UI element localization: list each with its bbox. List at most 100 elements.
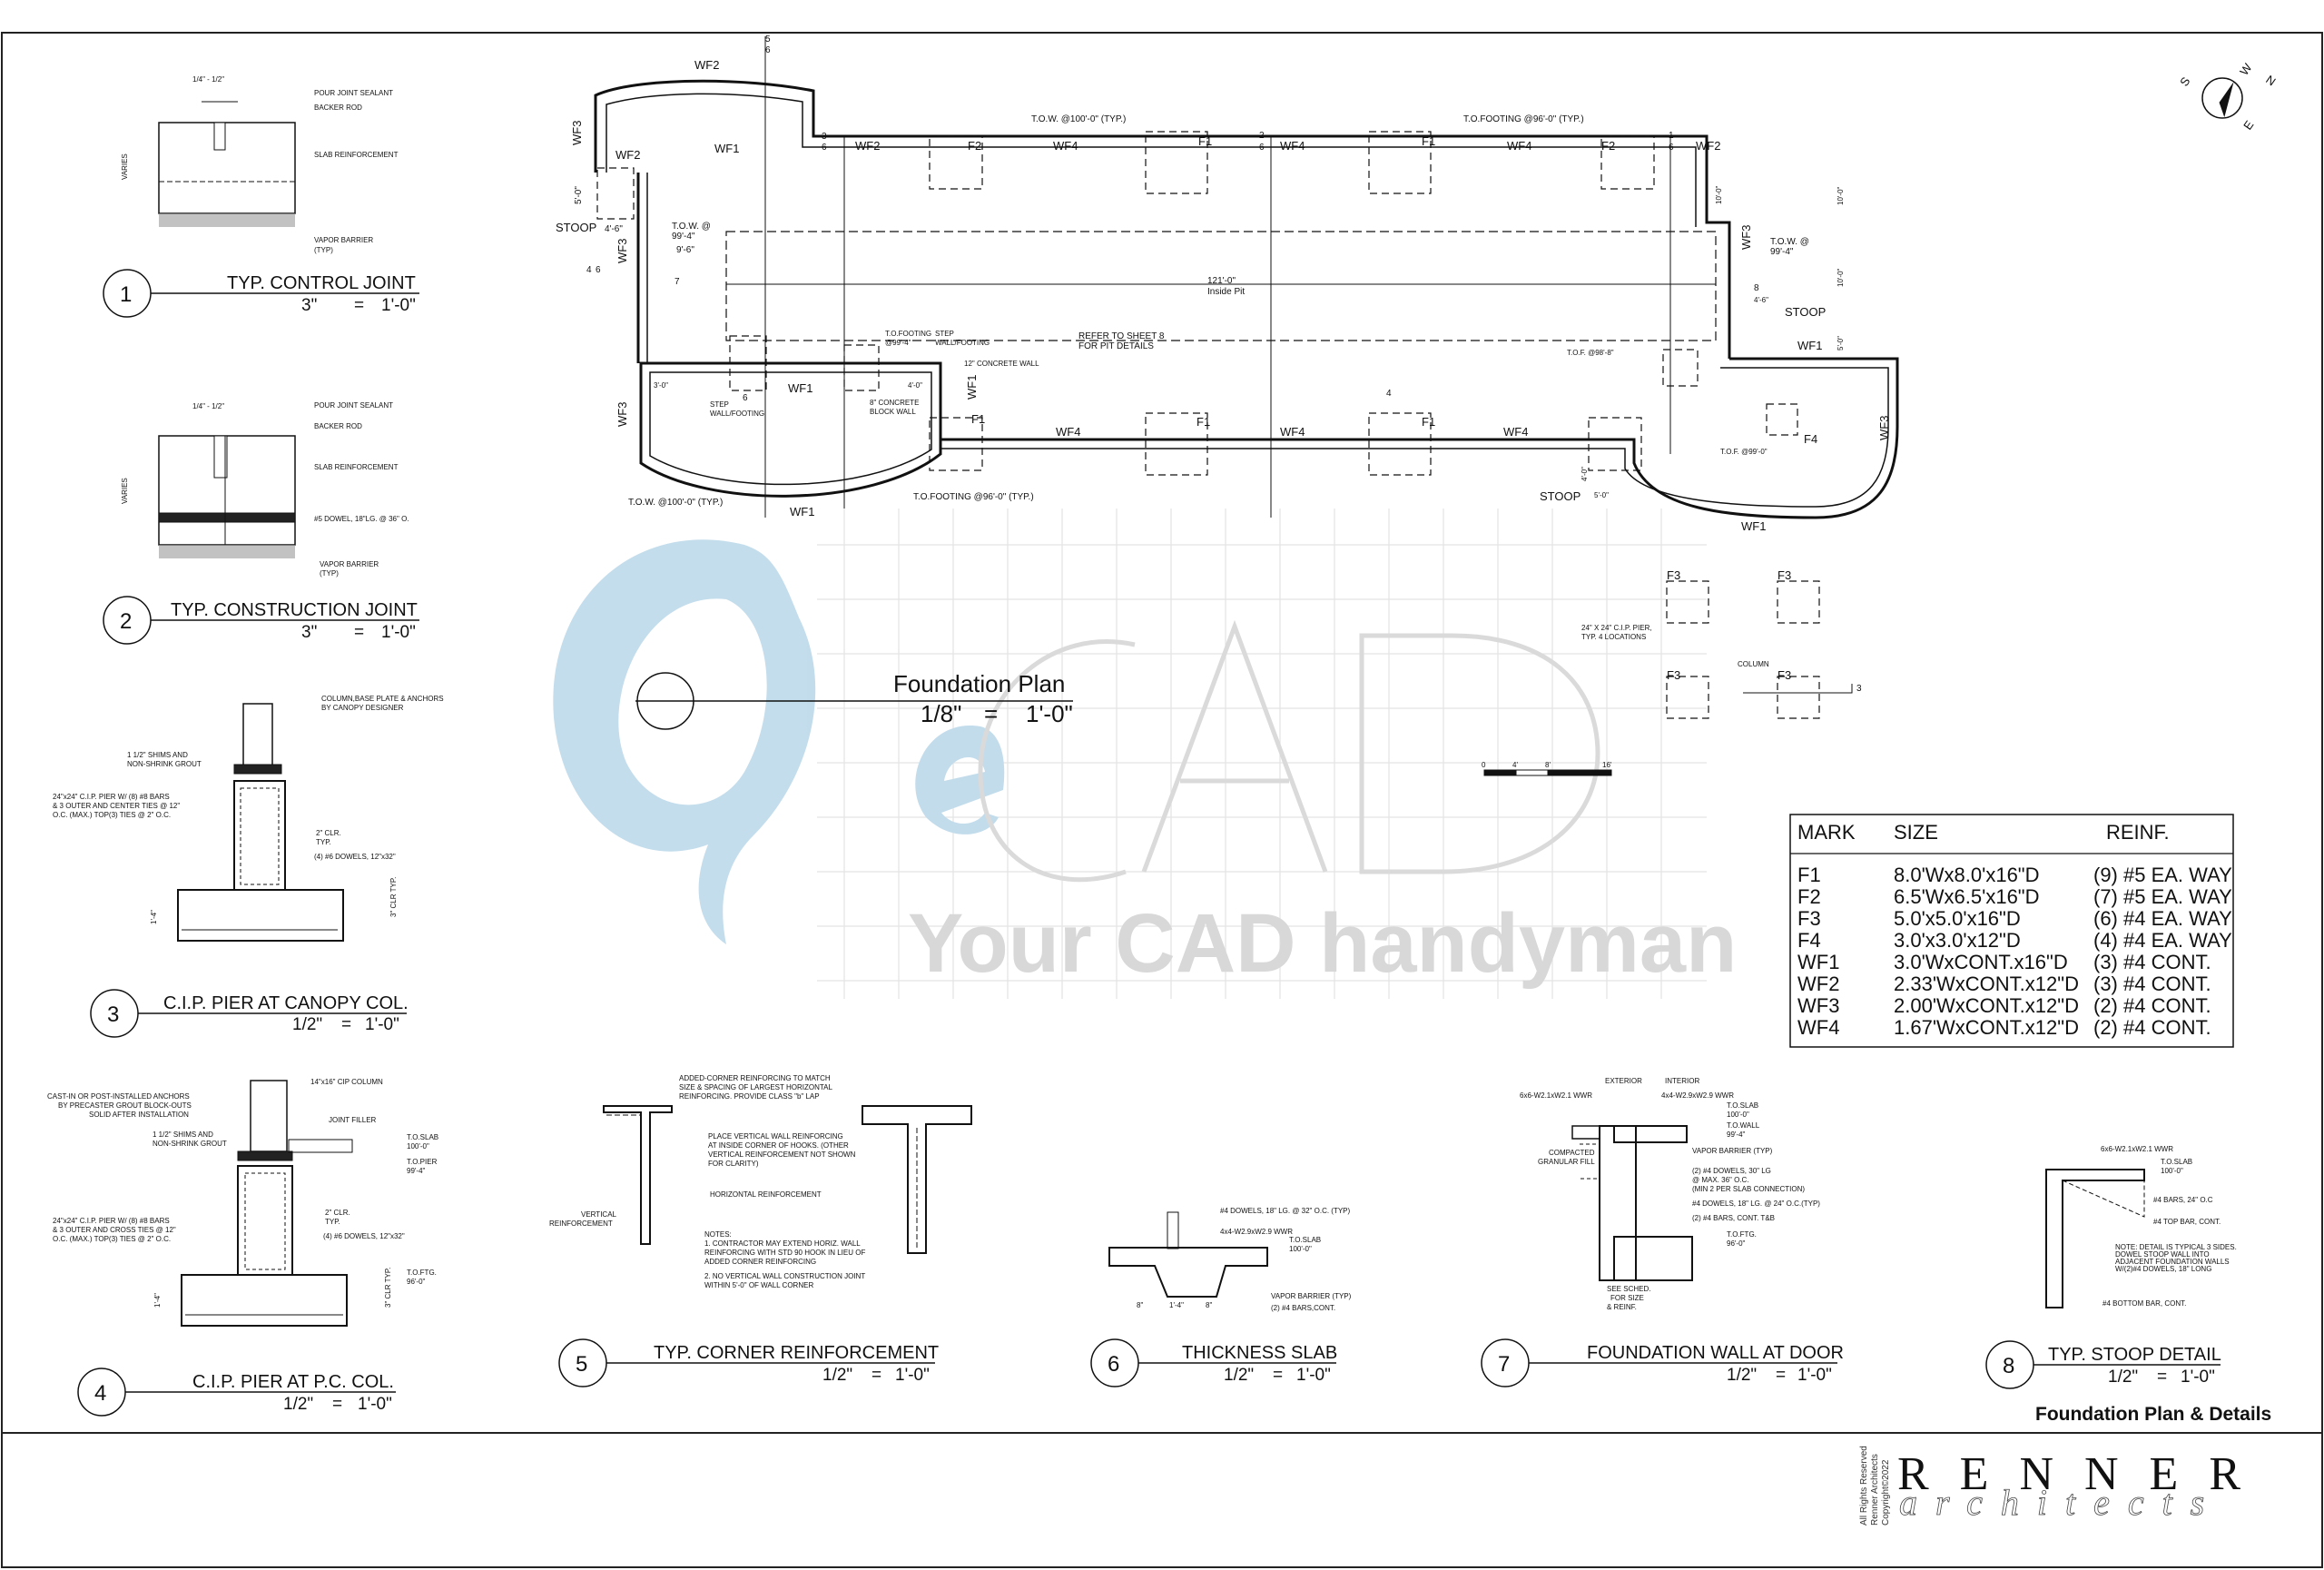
detail-4-drawing [181,1080,353,1327]
note-text: (2) #4 BARS,CONT. [1271,1304,1335,1312]
detail-3-drawing [177,703,344,942]
schedule-cell: (7) #5 EA. WAY [2093,885,2232,908]
note-text: SOLID AFTER INSTALLATION [89,1111,189,1119]
detail-linework [158,101,2145,1327]
note-text: BACKER ROD [314,422,362,430]
note-text: SLAB REINFORCEMENT [314,463,399,471]
note-text: 100'-0" [407,1142,429,1150]
copyright-line: Renner Architects [1870,1454,1880,1526]
plan-label: T.O.F. @99'-0" [1720,448,1768,456]
plan-label: 121'-0" [1207,276,1236,286]
schedule-cell: (2) #4 CONT. [2093,994,2211,1017]
plan-scale-bar [1483,769,1612,776]
detail-2-drawing [158,435,296,558]
note-text: 96'-0" [407,1278,426,1286]
watermark-grid [817,509,1707,999]
note-text: 2. NO VERTICAL WALL CONSTRUCTION JOINT [704,1272,865,1280]
note-text: SIZE & SPACING OF LARGEST HORIZONTAL [679,1083,832,1091]
plan-label: 6 [765,45,771,55]
plan-label: 6 [1669,143,1674,153]
note-text: #4 BARS, 24" O.C [2153,1196,2213,1204]
plan-label: F1 [971,412,985,426]
note-text: NON-SHRINK GROUT [127,760,202,768]
plan-label: WF3 [1739,225,1753,250]
plan-left-bay [639,361,942,498]
schedule-header: SIZE [1894,821,1938,844]
plan-label: 6 [596,265,601,275]
detail-number: 6 [1108,1352,1119,1377]
plan-label: 4 [1386,389,1392,399]
plan-label: 1 [1669,131,1674,141]
note-text: (4) #6 DOWELS, 12"x32" [314,853,396,861]
note-text: NON-SHRINK GROUT [153,1140,227,1148]
note-text: REINFORCING. PROVIDE CLASS "b" LAP [679,1092,820,1101]
detail-scale: 3" [301,296,317,315]
detail-8-drawing [2045,1169,2145,1308]
detail-title: THICKNESS SLAB [1182,1343,1337,1363]
note-text: T.O.PIER [407,1158,438,1166]
detail-scale-eq: = [2157,1368,2167,1387]
plan-label: 12" CONCRETE WALL [964,360,1039,368]
note-text: #4 BOTTOM BAR, CONT. [2102,1299,2186,1308]
note-text: 2" CLR. [325,1209,350,1217]
plan-label: F3 [1667,668,1680,682]
note-text: (MIN 2 PER SLAB CONNECTION) [1692,1185,1805,1193]
plan-label: TYP. 4 LOCATIONS [1581,633,1646,641]
schedule-cell: 5.0'x5.0'x16"D [1894,907,2021,930]
detail-title: TYP. CORNER REINFORCEMENT [654,1343,939,1363]
schedule-cell: (6) #4 EA. WAY [2093,907,2232,930]
schedule-cell: (3) #4 CONT. [2093,973,2211,995]
copyright-line: Copyright©2022 [1881,1459,1891,1526]
note-text: HORIZONTAL REINFORCEMENT [710,1190,822,1199]
plan-label: 4'-6" [1754,296,1768,304]
note-text: 96'-0" [1727,1239,1746,1248]
watermark-cad-letters [978,619,1600,883]
plan-label: F3 [1777,668,1791,682]
schedule-cell: 2.33'WxCONT.x12"D [1894,973,2079,995]
note-text: 14"x16" CIP COLUMN [310,1078,383,1086]
scale-bar-label: 8' [1545,761,1551,769]
schedule-row: F2 6.5'Wx6.5'x16"D (7) #5 EA. WAY [1797,885,2232,908]
note-text: VAPOR BARRIER [314,236,373,244]
plan-label: 3 [1856,684,1862,694]
plan-label: T.O.FOOTING [885,330,931,338]
schedule-cell: WF1 [1797,951,1839,973]
plan-pit-outline [725,231,1717,341]
note-text: & 3 OUTER AND CROSS TIES @ 12" [53,1226,176,1234]
note-text: (TYP) [314,246,333,254]
detail-scale-right: 1'-0" [365,1015,399,1034]
schedule-cell: 2.00'WxCONT.x12"D [1894,994,2079,1017]
schedule-header: MARK [1797,821,1856,844]
detail-number: 2 [120,609,132,634]
note-text: W/(2)#4 DOWELS, 18" LONG [2115,1265,2211,1273]
detail-scale: 1/2" [283,1395,313,1414]
note-text: 100'-0" [1727,1111,1749,1119]
schedule-cell: 6.5'Wx6.5'x16"D [1894,885,2040,908]
plan-label: WF3 [1877,416,1891,440]
detail-number: 4 [94,1381,106,1406]
schedule-cell: (3) #4 CONT. [2093,951,2211,973]
plan-label: 5 [765,35,771,44]
note-text: 1/4" - 1/2" [192,402,224,410]
copyright-line: All Rights Reserved [1859,1446,1869,1526]
plan-label: 4'-6" [605,224,623,234]
schedule-cell: F2 [1797,885,1821,908]
note-text: 100'-0" [2161,1167,2183,1175]
note-text: EXTERIOR [1605,1077,1642,1085]
detail-number: 7 [1498,1352,1510,1377]
schedule-cell: (4) #4 EA. WAY [2093,929,2232,952]
detail-title: TYP. STOOP DETAIL [2048,1345,2221,1365]
note-text: WITHIN 5'-0" OF WALL CORNER [704,1281,813,1289]
plan-label: F3 [1777,568,1791,582]
note-text: TYP. [316,838,331,846]
note-text: 6x6-W2.1xW2.1 WWR [1520,1091,1592,1100]
note-text: (2) #4 DOWELS, 30" LG [1692,1167,1771,1175]
plan-label: 8 [1754,283,1759,293]
plan-label: 5'-0" [574,186,584,204]
note-text: JOINT FILLER [329,1116,377,1124]
schedule-row: WF4 1.67'WxCONT.x12"D (2) #4 CONT. [1797,1016,2211,1039]
plan-label: STEP [710,400,729,409]
plan-label: T.O.W. @ [1770,237,1809,247]
plan-label: 99'-4" [1770,247,1794,257]
detail-1-drawing [158,101,296,227]
